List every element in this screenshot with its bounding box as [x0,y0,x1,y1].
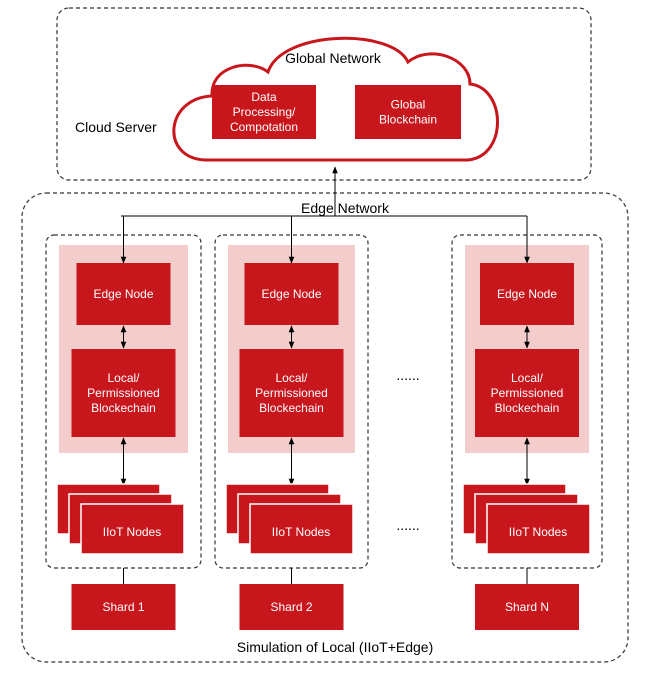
edge-node-label: Edge Node [93,287,153,301]
shard-group-1: Edge NodeLocal/PermissionedBlockechainII… [45,216,202,630]
local-blockchain-line: Permissioned [87,386,160,400]
local-blockchain-box [239,349,344,437]
iiot-nodes-label: IIoT Nodes [103,525,161,539]
local-blockchain-line: Blockechain [495,401,560,415]
global-blockchain-box-line: Global [391,98,426,112]
shard-label-box [71,584,176,630]
ellipsis-bottom: ...... [396,517,419,533]
shard-label: Shard 1 [102,600,144,614]
ellipsis-top: ...... [396,367,419,383]
shard-group-3: Edge NodeLocal/PermissionedBlockechainII… [451,216,603,630]
edge-node-box [480,263,574,325]
edge-network-label: Edge Network [301,200,390,216]
local-blockchain-line: Local/ [275,371,308,385]
edge-node-label: Edge Node [261,287,321,301]
shard-label-box [239,584,344,630]
global-blockchain-box-line: Blockchain [379,113,437,127]
data-processing-box [212,85,316,139]
edge-region [21,192,629,663]
edge-node-label: Edge Node [497,287,557,301]
simulation-label: Simulation of Local (IIoT+Edge) [237,639,434,655]
edge-node-box [76,263,171,325]
local-blockchain-line: Permissioned [491,386,564,400]
cloud-server-region [56,7,592,181]
data-processing-box-line: Compotation [230,120,298,134]
global-network-label: Global Network [285,50,382,66]
data-processing-box-line: Data [251,90,277,104]
iiot-nodes-label: IIoT Nodes [509,525,567,539]
iiot-nodes-label: IIoT Nodes [272,525,330,539]
shard-container [45,234,202,569]
iiot-node-box [249,503,354,555]
local-blockchain-line: Blockechain [91,401,156,415]
iiot-node-box [80,503,185,555]
shard-label: Shard N [505,600,549,614]
shard-label-box [475,584,579,630]
edge-node-box [244,263,339,325]
local-blockchain-line: Blockechain [259,401,324,415]
iiot-node-box [486,503,591,555]
shard-label: Shard 2 [270,600,312,614]
local-blockchain-box [71,349,176,437]
local-blockchain-line: Local/ [107,371,140,385]
local-blockchain-line: Local/ [511,371,544,385]
local-blockchain-line: Permissioned [255,386,328,400]
cloud-server-label: Cloud Server [75,119,157,135]
shard-group-2: Edge NodeLocal/PermissionedBlockechainII… [214,216,369,630]
local-blockchain-box [475,349,579,437]
data-processing-box-line: Processing/ [233,105,296,119]
global-blockchain-box [355,85,461,139]
